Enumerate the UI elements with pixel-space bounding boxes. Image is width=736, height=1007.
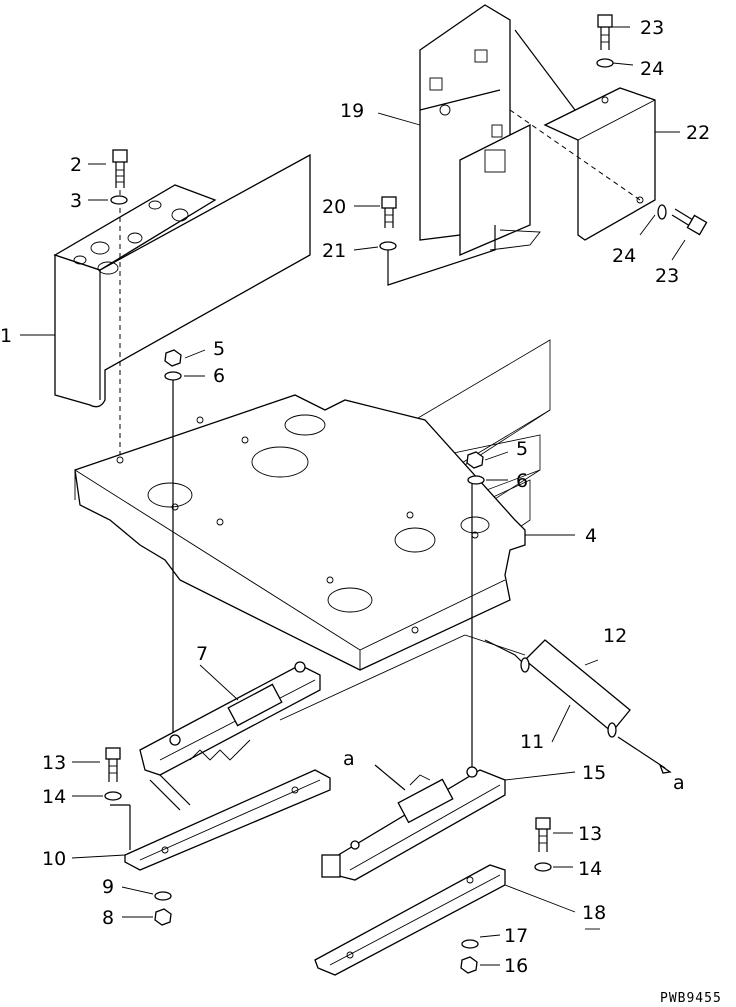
callout-6-right: 6 — [516, 470, 528, 492]
callout-10: 10 — [42, 848, 66, 870]
callout-16: 16 — [504, 955, 528, 977]
washer-6-left — [164, 371, 182, 381]
callout-5-right: 5 — [516, 438, 528, 460]
bolt-20 — [381, 196, 397, 228]
part-7-seat-rail — [139, 634, 526, 811]
callout-13-right: 13 — [578, 823, 602, 845]
nut-5-right — [466, 451, 484, 469]
callout-12: 12 — [603, 625, 627, 647]
callout-23-top: 23 — [640, 17, 664, 39]
callout-labels: 1 2 3 4 5 5 6 6 7 8 9 10 11 12 13 13 14 … — [0, 17, 710, 977]
bolt-23-top — [597, 14, 613, 50]
part-18-lower-rail — [314, 864, 506, 976]
callout-18: 18 — [582, 902, 606, 924]
callout-9: 9 — [102, 876, 114, 898]
part-15-seat-rail — [321, 764, 506, 881]
nut-5-left — [164, 349, 182, 367]
callout-17: 17 — [504, 925, 528, 947]
part-11-cable — [484, 639, 672, 774]
part-19-bracket — [419, 4, 576, 256]
washer-24-side — [657, 204, 667, 220]
callout-14-left: 14 — [42, 786, 66, 808]
leader-lines — [20, 26, 686, 966]
part-4-floor-plate — [74, 394, 526, 671]
part-22-box-cover — [509, 87, 656, 241]
nut-16 — [460, 956, 478, 974]
washer-6-right — [467, 475, 485, 485]
washer-3 — [110, 195, 128, 205]
callout-a-right: a — [673, 772, 685, 794]
callout-11: 11 — [520, 731, 544, 753]
drawing-code: PWB9455 — [660, 991, 722, 1006]
callout-1: 1 — [0, 325, 12, 347]
callout-8: 8 — [102, 907, 114, 929]
callout-2: 2 — [70, 154, 82, 176]
part-10-lower-rail — [110, 769, 331, 871]
callout-5-left: 5 — [213, 338, 225, 360]
callout-14-right: 14 — [578, 858, 602, 880]
washer-17 — [461, 939, 479, 949]
washer-21 — [379, 241, 397, 251]
washer-9 — [154, 891, 172, 901]
callout-a-left: a — [343, 748, 355, 770]
part-1-left-cover — [53, 153, 311, 460]
callout-23-side: 23 — [655, 265, 679, 287]
callout-15: 15 — [582, 762, 606, 784]
washer-14-left — [104, 791, 122, 801]
bolt-13-right — [535, 817, 551, 852]
nut-8 — [154, 908, 172, 926]
callout-24-top: 24 — [640, 58, 664, 80]
callout-22: 22 — [686, 122, 710, 144]
bolt-23-side — [671, 208, 708, 236]
callout-4: 4 — [585, 525, 597, 547]
callout-13-left: 13 — [42, 752, 66, 774]
callout-6-left: 6 — [213, 365, 225, 387]
callout-7: 7 — [196, 643, 208, 665]
callout-24-side: 24 — [612, 245, 636, 267]
washer-24-top — [596, 58, 614, 68]
bolt-2 — [112, 149, 128, 188]
washer-14-right — [534, 862, 552, 872]
callout-20: 20 — [322, 196, 346, 218]
callout-21: 21 — [322, 240, 346, 262]
callout-19: 19 — [340, 100, 364, 122]
callout-3: 3 — [70, 190, 82, 212]
bolt-13-left — [105, 747, 121, 782]
